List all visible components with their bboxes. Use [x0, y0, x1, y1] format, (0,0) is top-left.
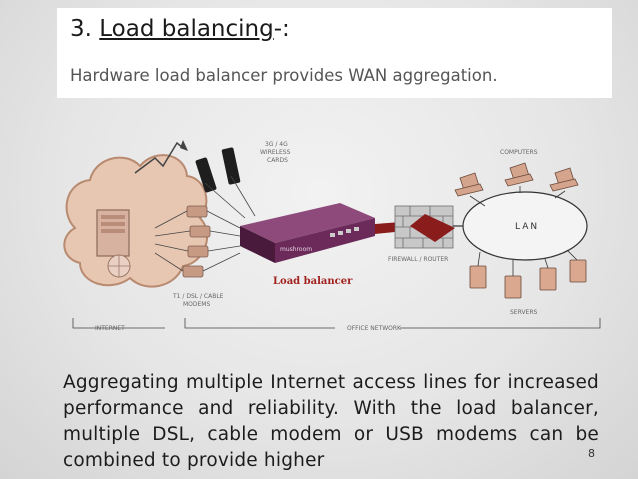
modem-icons: [182, 205, 211, 278]
internet-cloud: [63, 154, 209, 288]
load-balancer-device: mushroom: [240, 203, 375, 263]
title-main: Load balancing: [99, 16, 274, 42]
wireless-label-3: CARDS: [267, 157, 288, 164]
page-number: 8: [588, 447, 595, 460]
slide-title: 3. Load balancing-:: [70, 16, 290, 42]
modems-label-2: MODEMS: [183, 301, 210, 308]
region-brackets: [72, 318, 601, 329]
body-text: Aggregating multiple Internet access lin…: [63, 372, 599, 471]
slide-subtitle: Hardware load balancer provides WAN aggr…: [70, 66, 498, 85]
office-network-label: OFFICE NETWORK: [347, 325, 402, 332]
device-brand: mushroom: [280, 246, 312, 253]
internet-label: INTERNET: [95, 325, 125, 332]
wireless-signal-icon: [134, 141, 184, 174]
modems-label-1: T1 / DSL / CABLE: [172, 293, 224, 300]
wireless-label-2: WIRELESS: [260, 149, 291, 156]
servers-label: SERVERS: [510, 309, 538, 316]
load-balancer-label: Load balancer: [273, 276, 353, 287]
title-number: 3.: [70, 16, 100, 42]
title-box: [57, 8, 612, 98]
network-diagram: 3G / 4G WIRELESS CARDS T1 / DSL / CABLE …: [63, 140, 601, 332]
lan-label: LAN: [515, 222, 539, 232]
server-icons: [469, 259, 587, 299]
computers-label: COMPUTERS: [500, 149, 538, 156]
title-suffix: -:: [273, 16, 290, 42]
usb-modem-icons: [195, 147, 241, 193]
laptop-icons: [454, 162, 579, 197]
firewall-label: FIREWALL / ROUTER: [388, 256, 448, 263]
wireless-label-1: 3G / 4G: [265, 141, 288, 148]
